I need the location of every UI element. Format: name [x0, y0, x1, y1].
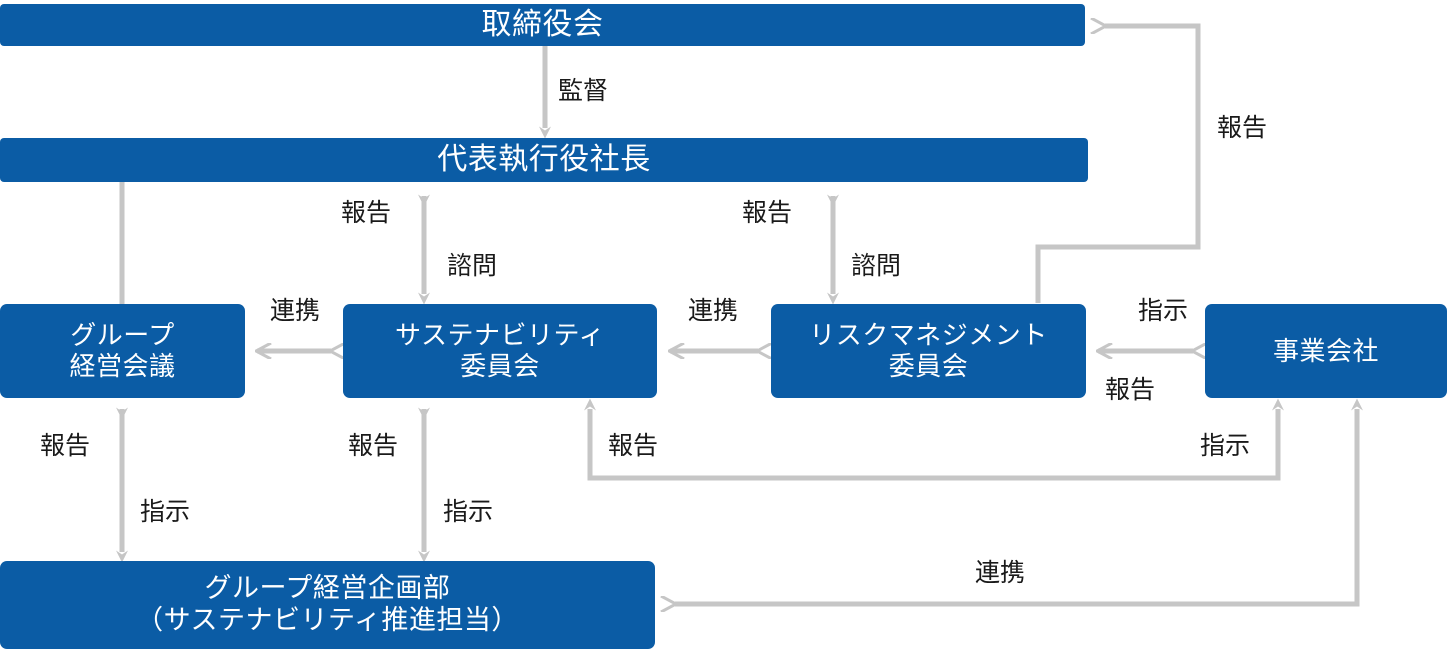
- node-president-label: 代表執行役社長: [437, 143, 651, 177]
- edge-label-liaison-bottom: 連携: [974, 559, 1026, 587]
- edge-label-report-sustain-dept: 報告: [348, 432, 399, 460]
- edge-label-report-risk: 報告: [742, 199, 793, 227]
- edge-label-liaison-left: 連携: [269, 297, 321, 325]
- edge-label-report-board: 報告: [1217, 114, 1268, 142]
- node-president[interactable]: 代表執行役社長: [0, 138, 1088, 182]
- edge-label-report-risk-dept: 報告: [608, 432, 659, 460]
- edge-label-liaison-right: 連携: [687, 297, 739, 325]
- node-board[interactable]: 取締役会: [0, 4, 1085, 46]
- edge-label-report-group-mtg: 報告: [40, 432, 91, 460]
- edge-label-report-sustain: 報告: [341, 199, 392, 227]
- edge-label-instruct-sustain-dept: 指示: [443, 498, 494, 526]
- node-sustainability-committee[interactable]: サステナビリティ 委員会: [343, 304, 657, 398]
- node-group-management-meeting[interactable]: グループ 経営会議: [0, 304, 245, 398]
- edge-label-report-opco-top: 報告: [1104, 376, 1156, 404]
- node-operating-companies[interactable]: 事業会社: [1205, 304, 1447, 398]
- edge-label-instruct-opco-bottom: 指示: [1200, 432, 1251, 460]
- edge-label-supervise: 監督: [558, 77, 609, 105]
- node-group-planning-department[interactable]: グループ経営企画部 （サステナビリティ推進担当）: [0, 561, 655, 649]
- node-risk-management-committee[interactable]: リスクマネジメント 委員会: [771, 304, 1086, 398]
- node-risk-management-committee-label: リスクマネジメント 委員会: [809, 320, 1048, 381]
- edge-report-opco-sustain: [584, 398, 1281, 481]
- node-group-management-meeting-label: グループ 経営会議: [69, 320, 176, 381]
- edge-label-instruct-opco-top: 指示: [1137, 297, 1189, 325]
- node-group-planning-department-label: グループ経営企画部 （サステナビリティ推進担当）: [136, 573, 519, 635]
- edge-label-instruct-group-mtg: 指示: [140, 498, 191, 526]
- node-operating-companies-label: 事業会社: [1272, 335, 1379, 366]
- edge-instruct-opco-riser: [590, 398, 1284, 481]
- node-board-label: 取締役会: [481, 8, 604, 42]
- edge-label-consult-sustain: 諮問: [447, 252, 498, 280]
- edge-label-consult-risk: 諮問: [851, 252, 902, 280]
- node-sustainability-committee-label: サステナビリティ 委員会: [395, 320, 605, 381]
